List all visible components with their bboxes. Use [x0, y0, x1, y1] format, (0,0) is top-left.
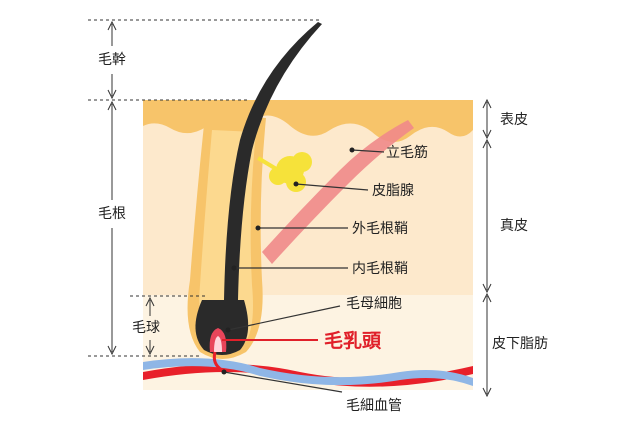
callout-arrector-pili: 立毛筋: [386, 144, 428, 161]
label-subcutaneous-fat: 皮下脂肪: [492, 336, 548, 352]
callout-capillary: 毛細血管: [346, 398, 402, 414]
callout-inner-root-sheath: 内毛根鞘: [352, 261, 408, 277]
label-hair-shaft: 毛幹: [98, 51, 126, 68]
callout-sebaceous-gland: 皮脂腺: [372, 183, 414, 199]
label-hair-bulb: 毛球: [132, 320, 160, 336]
callout-hair-matrix-cell: 毛母細胞: [346, 296, 402, 312]
hair-bulb-shape: [195, 300, 249, 355]
left-dimensions: [88, 19, 322, 357]
callout-outer-root-sheath: 外毛根鞘: [352, 221, 408, 237]
label-hair-root: 毛根: [98, 206, 126, 222]
label-epidermis: 表皮: [500, 112, 528, 128]
sebaceous-gland-shape: [256, 152, 312, 192]
callout-leaders: [221, 147, 385, 393]
right-dimensions: [482, 98, 492, 398]
label-dermis: 真皮: [500, 218, 528, 234]
hair-shaft-shape: [224, 22, 322, 300]
callout-dermal-papilla: 毛乳頭: [324, 329, 382, 352]
vein-vessel: [143, 358, 473, 386]
capillary-branch: [212, 351, 223, 372]
papilla-highlight: [214, 336, 222, 352]
